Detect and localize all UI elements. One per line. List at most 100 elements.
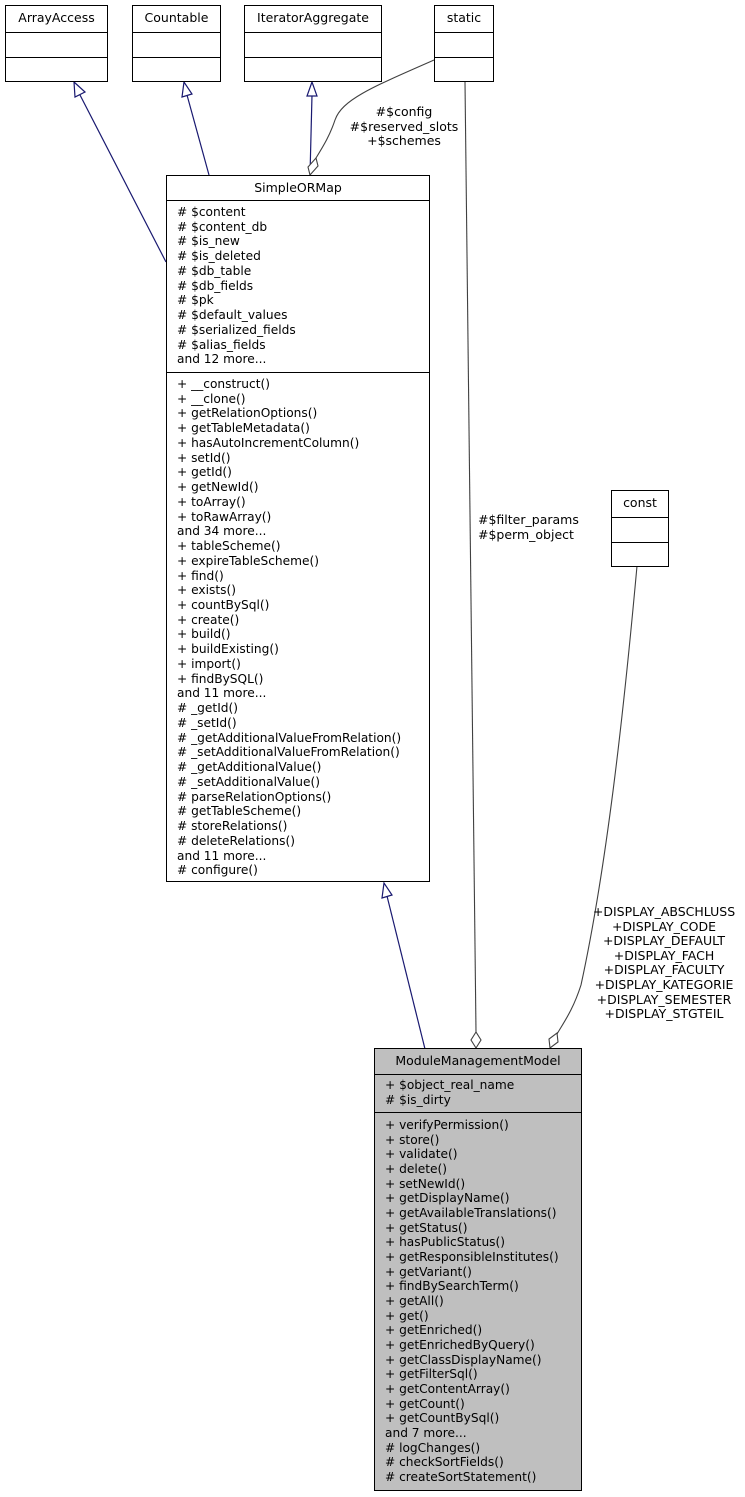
class-box-countable[interactable]: Countable <box>132 5 221 82</box>
attribute-item: + $object_real_name <box>385 1078 515 1092</box>
edge-label-static-modulemodel: #$filter_params#$perm_object <box>478 512 579 542</box>
compartment-divider <box>435 57 493 58</box>
method-item: + import() <box>177 656 241 671</box>
aggregation-edge-static-modulemodel <box>464 81 477 1033</box>
method-item: # getTableScheme() <box>177 804 302 819</box>
compartment-divider <box>6 57 107 58</box>
aggregation-diamond-static-modulemodel <box>470 1030 482 1050</box>
inheritance-edge-iteratoraggregate <box>309 94 313 176</box>
class-box-iteratoraggregate[interactable]: IteratorAggregate <box>244 5 382 82</box>
method-item: + expireTableScheme() <box>177 553 319 568</box>
attribute-item: # $content_db <box>177 219 268 234</box>
method-item: + setNewId() <box>385 1176 466 1191</box>
method-item: + getContentArray() <box>385 1382 510 1397</box>
method-item: + getAvailableTranslations() <box>385 1206 557 1221</box>
method-item: # storeRelations() <box>177 819 288 834</box>
compartment-divider <box>167 372 429 373</box>
method-item: + find() <box>177 568 224 583</box>
edge-label-item: +DISPLAY_STGTEIL <box>604 1006 724 1022</box>
method-item: # deleteRelations() <box>177 833 295 848</box>
edge-label-item: +DISPLAY_CODE <box>611 918 717 934</box>
method-item: + getAll() <box>385 1294 444 1309</box>
method-item: + getClassDisplayName() <box>385 1352 542 1367</box>
method-item: + validate() <box>385 1147 458 1162</box>
class-box-modulemanagementmodel[interactable]: ModuleManagementModel + $object_real_nam… <box>374 1048 582 1491</box>
edge-label-item: #$config <box>375 104 433 119</box>
method-item: + store() <box>385 1132 440 1147</box>
attribute-item: # $alias_fields <box>177 337 266 352</box>
compartment-divider <box>133 32 220 33</box>
method-item: + __construct() <box>177 377 271 391</box>
edge-label-item: +DISPLAY_DEFAULT <box>602 933 726 949</box>
compartment-divider <box>375 1074 581 1075</box>
inheritance-edge-modulemodel <box>386 895 426 1050</box>
method-item: + delete() <box>385 1162 447 1177</box>
inheritance-arrowhead-iteratoraggregate <box>306 80 318 97</box>
method-item: # createSortStatement() <box>385 1470 537 1485</box>
edge-label-item: +DISPLAY_FACH <box>613 947 715 963</box>
attribute-item: # $content <box>177 205 246 219</box>
aggregation-diamond-static-simpleormap <box>307 156 319 177</box>
class-name: Countable <box>144 10 209 25</box>
class-box-static[interactable]: static <box>434 5 494 82</box>
method-item: + exists() <box>177 583 236 598</box>
attribute-item: and 12 more... <box>177 352 267 367</box>
attribute-item: # $is_deleted <box>177 249 261 264</box>
edge-label-static-simpleormap: #$config#$reserved_slots+$schemes <box>344 104 464 149</box>
class-name: SimpleORMap <box>254 180 342 195</box>
compartment-divider <box>375 1112 581 1113</box>
method-item: # _setId() <box>177 715 237 730</box>
inheritance-edge-countable <box>186 94 210 176</box>
method-item: + getNewId() <box>177 480 259 495</box>
method-item: + toArray() <box>177 494 246 509</box>
attribute-item: # $db_fields <box>177 278 254 293</box>
method-item: # _getAdditionalValue() <box>177 760 322 775</box>
method-item: + toRawArray() <box>177 509 272 524</box>
inheritance-edge-arrayaccess <box>79 94 167 263</box>
method-item: # checkSortFields() <box>385 1455 504 1470</box>
compartment-divider <box>167 200 429 201</box>
method-item: and 7 more... <box>385 1426 467 1441</box>
method-item: + build() <box>177 627 231 642</box>
class-box-arrayaccess[interactable]: ArrayAccess <box>5 5 108 82</box>
class-box-simpleormap[interactable]: SimpleORMap # $content# $content_db# $is… <box>166 175 430 882</box>
method-item: and 11 more... <box>177 848 267 863</box>
method-item: # _getId() <box>177 701 239 716</box>
class-name: ModuleManagementModel <box>395 1053 561 1068</box>
method-item: + hasPublicStatus() <box>385 1235 506 1250</box>
method-item: + getDisplayName() <box>385 1191 510 1206</box>
method-item: + getRelationOptions() <box>177 406 318 421</box>
method-item: + verifyPermission() <box>385 1118 509 1132</box>
method-list: + verifyPermission()+ store()+ validate(… <box>385 1118 577 1485</box>
method-list: + __construct()+ __clone()+ getRelationO… <box>177 377 425 878</box>
attribute-item: # $default_values <box>177 308 288 323</box>
edge-label-item: +DISPLAY_FACULTY <box>603 962 725 978</box>
method-item: + __clone() <box>177 391 246 406</box>
compartment-divider <box>612 517 668 518</box>
inheritance-arrowhead-arrayaccess <box>73 80 87 98</box>
compartment-divider <box>435 32 493 33</box>
method-item: + getStatus() <box>385 1220 468 1235</box>
method-item: + getEnriched() <box>385 1323 483 1338</box>
edge-label-item: #$perm_object <box>478 526 574 542</box>
class-name: static <box>446 10 482 25</box>
method-item: + getCount() <box>385 1396 465 1411</box>
method-item: + buildExisting() <box>177 642 279 657</box>
attribute-list: # $content# $content_db# $is_new# $is_de… <box>177 205 425 367</box>
method-item: # _getAdditionalValueFromRelation() <box>177 730 402 745</box>
compartment-divider <box>245 57 381 58</box>
edge-label-item: #$reserved_slots <box>349 118 459 134</box>
method-item: + findBySQL() <box>177 671 264 686</box>
aggregation-edge-const-modulemodel <box>556 565 638 1035</box>
method-item: + countBySql() <box>177 598 270 613</box>
method-item: + getEnrichedByQuery() <box>385 1338 535 1353</box>
class-box-const[interactable]: const <box>611 490 669 567</box>
edge-label-item: +DISPLAY_SEMESTER <box>596 991 732 1007</box>
compartment-divider <box>133 57 220 58</box>
compartment-divider <box>612 542 668 543</box>
edge-label-item: +$schemes <box>367 133 441 149</box>
aggregation-diamond-const-modulemodel <box>548 1031 559 1050</box>
method-item: # _setAdditionalValueFromRelation() <box>177 745 400 760</box>
method-item: + getTableMetadata() <box>177 421 310 436</box>
